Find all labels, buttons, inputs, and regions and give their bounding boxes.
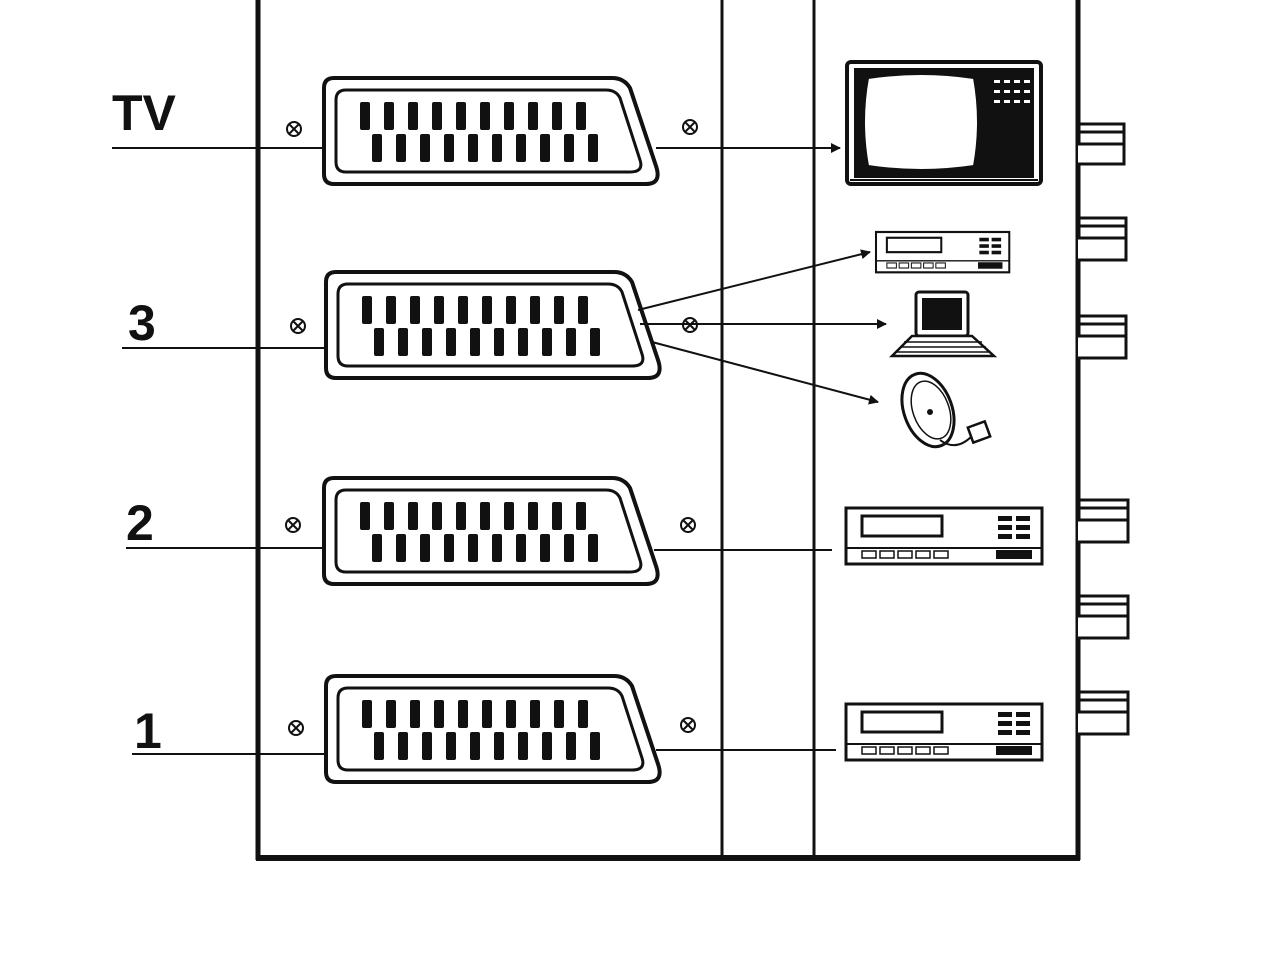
port-label-2: 2 — [126, 495, 154, 551]
satellite-dish-icon — [900, 371, 992, 449]
arrow-to-recorder — [637, 249, 871, 311]
side-button — [1078, 216, 1128, 262]
side-button — [1078, 498, 1130, 544]
video-recorder-icon — [844, 702, 1044, 762]
side-button — [1078, 314, 1128, 360]
screw-icon — [682, 119, 698, 135]
side-button — [1078, 690, 1130, 736]
screw-icon — [285, 517, 301, 533]
screw-icon — [290, 318, 306, 334]
television-icon — [845, 60, 1043, 186]
screw-icon — [680, 717, 696, 733]
port-label-1: 1 — [134, 703, 162, 759]
screw-icon — [286, 121, 302, 137]
video-recorder-icon — [874, 230, 1011, 274]
scart-socket-tv — [322, 76, 660, 186]
screw-icon — [680, 517, 696, 533]
port-label-3: 3 — [128, 295, 156, 351]
port-row-1: 1 — [132, 674, 836, 784]
computer-icon — [888, 290, 998, 358]
side-buttons — [1078, 122, 1130, 736]
video-recorder-icon — [844, 506, 1044, 566]
port-row-tv: TV — [112, 76, 841, 186]
screw-icon — [288, 720, 304, 736]
scart-socket-1 — [324, 674, 662, 784]
port-row-2: 2 — [126, 476, 832, 586]
arrow-to-satellite — [651, 341, 879, 405]
side-button — [1078, 122, 1126, 166]
scart-socket-2 — [322, 476, 660, 586]
side-button — [1078, 594, 1130, 640]
port-row-3: 3 — [122, 249, 887, 405]
scart-socket-3 — [324, 270, 662, 380]
port-label-tv: TV — [112, 85, 177, 141]
